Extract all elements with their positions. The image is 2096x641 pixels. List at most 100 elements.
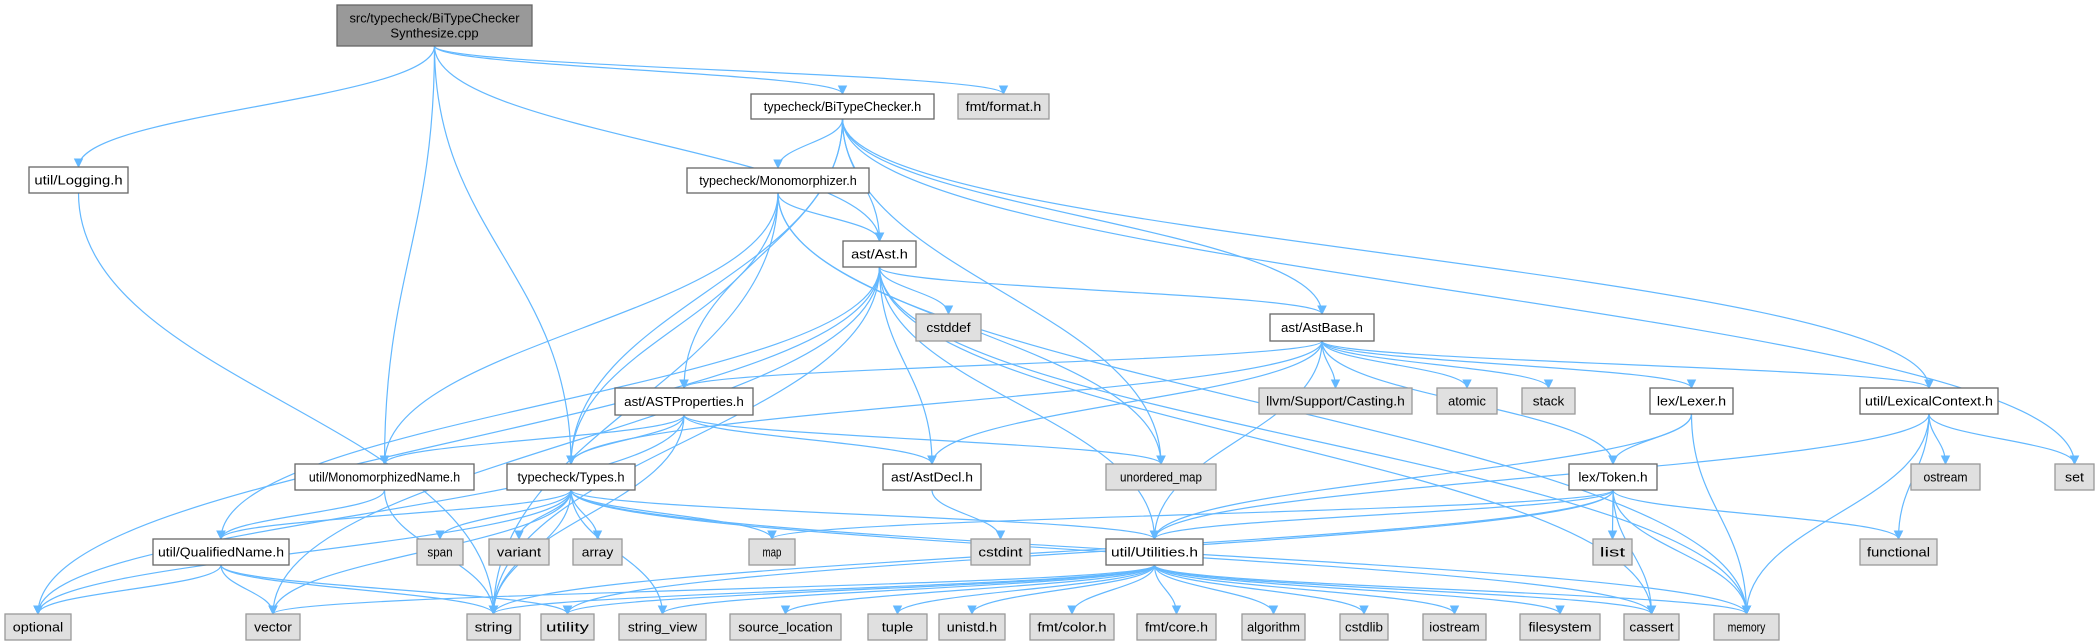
node-box bbox=[618, 613, 707, 641]
edge-astprops-to-mononame bbox=[379, 414, 685, 465]
edge-root-to-mononame bbox=[379, 45, 436, 465]
node-atomic[interactable]: atomic bbox=[1436, 387, 1498, 415]
edge-mono-to-mononame bbox=[379, 192, 779, 465]
node-label: source_location bbox=[738, 620, 833, 635]
node-umap[interactable]: unordered_map bbox=[1105, 463, 1217, 491]
node-cstdint[interactable]: cstdint bbox=[970, 538, 1031, 566]
node-mononame[interactable]: util/MonomorphizedName.h bbox=[294, 463, 475, 491]
node-label: array bbox=[582, 545, 614, 560]
node-box bbox=[1029, 613, 1115, 641]
node-box bbox=[882, 463, 982, 491]
edge-ast-to-cstddef bbox=[878, 266, 954, 315]
node-label: optional bbox=[13, 620, 64, 635]
node-label: fmt/color.h bbox=[1037, 620, 1106, 635]
node-astdecl[interactable]: ast/AstDecl.h bbox=[882, 463, 982, 491]
edge-lexctx-to-memory bbox=[1741, 413, 1930, 615]
node-box bbox=[1105, 538, 1204, 566]
node-box bbox=[614, 387, 754, 416]
node-optional[interactable]: optional bbox=[4, 613, 72, 641]
edge-types-to-utils bbox=[570, 489, 1160, 540]
node-ostream[interactable]: ostream bbox=[1910, 463, 1981, 491]
node-memory[interactable]: memory bbox=[1713, 613, 1780, 641]
node-array[interactable]: array bbox=[572, 538, 623, 566]
node-cstddef[interactable]: cstddef bbox=[915, 313, 982, 342]
node-stack[interactable]: stack bbox=[1521, 387, 1576, 415]
nodes-layer: src/typecheck/BiTypeCheckerSynthesize.cp… bbox=[4, 4, 2095, 641]
node-box bbox=[1269, 313, 1375, 342]
node-label: cassert bbox=[1629, 620, 1674, 635]
node-box bbox=[1241, 613, 1306, 641]
node-vector[interactable]: vector bbox=[245, 613, 301, 641]
node-astbase[interactable]: ast/AstBase.h bbox=[1269, 313, 1375, 342]
node-label: cstddef bbox=[926, 320, 970, 335]
node-label: ast/AstBase.h bbox=[1281, 320, 1363, 335]
edge-lexer-to-memory bbox=[1690, 413, 1752, 615]
edge-utils-to-cassert bbox=[1153, 564, 1657, 615]
node-set[interactable]: set bbox=[2054, 463, 2095, 491]
edge-qname-to-optional bbox=[33, 564, 222, 615]
node-string[interactable]: string bbox=[466, 613, 521, 641]
node-qname[interactable]: util/QualifiedName.h bbox=[152, 538, 290, 566]
node-cassert[interactable]: cassert bbox=[1623, 613, 1680, 641]
node-fmtformat[interactable]: fmt/format.h bbox=[957, 93, 1050, 120]
node-box bbox=[28, 166, 129, 194]
node-box bbox=[1568, 463, 1658, 491]
edge-bitc-to-mono bbox=[773, 118, 844, 169]
edge-astbase-to-atomic bbox=[1321, 340, 1472, 389]
node-tuple[interactable]: tuple bbox=[867, 613, 928, 641]
node-label: ast/AstDecl.h bbox=[891, 470, 973, 485]
node-map[interactable]: map bbox=[748, 538, 796, 566]
node-span[interactable]: span bbox=[416, 538, 464, 566]
node-box bbox=[1859, 538, 1938, 566]
edge-token-to-functional bbox=[1612, 489, 1904, 540]
node-root[interactable]: src/typecheck/BiTypeCheckerSynthesize.cp… bbox=[336, 4, 533, 47]
edge-ast-to-vector bbox=[268, 266, 881, 615]
node-cstdlib[interactable]: cstdlib bbox=[1339, 613, 1389, 641]
node-algorithm[interactable]: algorithm bbox=[1241, 613, 1306, 641]
node-box bbox=[750, 93, 935, 120]
node-unistd[interactable]: unistd.h bbox=[938, 613, 1006, 641]
node-label: util/LexicalContext.h bbox=[1865, 394, 1993, 409]
node-label: map bbox=[763, 545, 782, 560]
node-iostream[interactable]: iostream bbox=[1422, 613, 1487, 641]
node-llvm[interactable]: llvm/Support/Casting.h bbox=[1258, 387, 1413, 415]
node-label: vector bbox=[254, 620, 293, 635]
node-source_location[interactable]: source_location bbox=[729, 613, 842, 641]
node-label: ast/Ast.h bbox=[851, 247, 908, 262]
node-variant[interactable]: variant bbox=[488, 538, 550, 566]
node-box bbox=[1859, 387, 1999, 415]
node-utility[interactable]: utility bbox=[540, 613, 595, 641]
edge-root-to-types bbox=[433, 45, 576, 465]
edge-ast-to-utils bbox=[878, 266, 1160, 540]
node-types[interactable]: typecheck/Types.h bbox=[506, 463, 636, 491]
node-lexer[interactable]: lex/Lexer.h bbox=[1649, 387, 1734, 415]
edge-astdecl-to-cstdint bbox=[931, 489, 1006, 540]
node-label: ostream bbox=[1923, 470, 1967, 485]
node-logging[interactable]: util/Logging.h bbox=[28, 166, 129, 194]
node-label: span bbox=[427, 545, 452, 560]
node-fmtcolor[interactable]: fmt/color.h bbox=[1029, 613, 1115, 641]
node-lexctx[interactable]: util/LexicalContext.h bbox=[1859, 387, 1999, 415]
node-string_view[interactable]: string_view bbox=[618, 613, 707, 641]
node-box bbox=[1422, 613, 1487, 641]
node-label: set bbox=[2065, 470, 2084, 485]
node-astprops[interactable]: ast/ASTProperties.h bbox=[614, 387, 754, 416]
edge-bitc-to-astprops bbox=[679, 118, 844, 389]
node-label: ast/ASTProperties.h bbox=[624, 394, 744, 409]
node-box bbox=[2054, 463, 2095, 491]
edge-utils-to-unistd bbox=[967, 564, 1156, 615]
node-fmtcore[interactable]: fmt/core.h bbox=[1136, 613, 1217, 641]
node-label: utility bbox=[546, 620, 590, 635]
node-filesystem[interactable]: filesystem bbox=[1519, 613, 1601, 641]
node-mono[interactable]: typecheck/Monomorphizer.h bbox=[686, 167, 870, 194]
node-ast[interactable]: ast/Ast.h bbox=[842, 240, 917, 268]
edge-utils-to-iostream bbox=[1153, 564, 1460, 615]
node-token[interactable]: lex/Token.h bbox=[1568, 463, 1658, 491]
node-label: iostream bbox=[1429, 620, 1479, 635]
node-functional[interactable]: functional bbox=[1859, 538, 1938, 566]
node-label: typecheck/BiTypeChecker.h bbox=[764, 99, 922, 114]
node-list[interactable]: list bbox=[1592, 538, 1633, 566]
edge-utils-to-tuple bbox=[892, 564, 1156, 615]
node-utils[interactable]: util/Utilities.h bbox=[1105, 538, 1204, 566]
node-bitc[interactable]: typecheck/BiTypeChecker.h bbox=[750, 93, 935, 120]
